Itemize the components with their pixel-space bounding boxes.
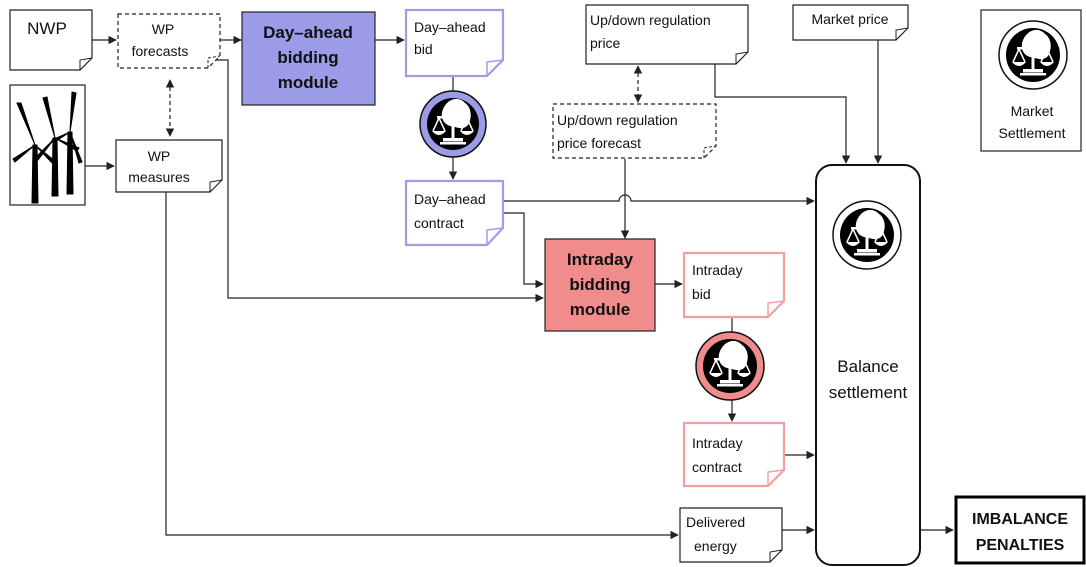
intraday-bidding-module: Intraday bidding module (544, 238, 656, 332)
nwp-label: NWP (27, 19, 67, 38)
balance-settlement-label-2: settlement (829, 383, 908, 402)
dayahead-bid-label-2: bid (414, 41, 433, 57)
balance-settlement-label-1: Balance (837, 357, 898, 376)
dayahead-module-label-2: bidding (277, 48, 338, 67)
wp-forecasts-label-2: forecasts (132, 43, 189, 59)
wp-measures-label-2: measures (128, 169, 189, 185)
balance-settlement-box: Balance settlement (815, 164, 921, 566)
market-settlement-legend: Market Settlement (980, 9, 1082, 152)
wp-measures-label-1: WP (148, 148, 171, 164)
market-price-label: Market price (811, 11, 888, 27)
updown-forecast-label-1: Up/down regulation (557, 112, 678, 128)
delivered-energy-label-2: energy (694, 538, 737, 554)
market-settlement-label-2: Settlement (999, 125, 1066, 141)
intraday-contract-label-2: contract (692, 459, 742, 475)
intraday-scales-icon (695, 331, 765, 401)
nwp-box: NWP (9, 9, 93, 71)
dayahead-bidding-module: Day–ahead bidding module (241, 11, 376, 106)
imbalance-penalties-label-2: PENALTIES (976, 537, 1065, 554)
intraday-module-label-1: Intraday (567, 250, 634, 269)
dayahead-module-label-1: Day–ahead (263, 23, 353, 42)
delivered-energy-label-1: Delivered (686, 514, 745, 530)
dayahead-bid-label-1: Day–ahead (414, 19, 486, 35)
intraday-bid-label-2: bid (692, 286, 711, 302)
intraday-bid-label-1: Intraday (692, 262, 743, 278)
delivered-energy-doc: Delivered energy (679, 507, 783, 563)
intraday-contract-doc: Intraday contract (682, 421, 786, 488)
market-price-doc: Market price (792, 4, 909, 41)
updown-forecast-label-2: price forecast (557, 135, 641, 151)
dayahead-contract-label-1: Day–ahead (414, 191, 486, 207)
updown-price-doc: Up/down regulation price (585, 4, 749, 65)
wind-turbine-icon (9, 84, 86, 206)
intraday-bid-doc: Intraday bid (682, 251, 786, 319)
intraday-module-label-2: bidding (569, 275, 630, 294)
intraday-module-label-3: module (570, 300, 630, 319)
dayahead-bid-doc: Day–ahead bid (404, 8, 505, 78)
dayahead-contract-doc: Day–ahead contract (404, 179, 505, 247)
market-settlement-label-1: Market (1011, 103, 1054, 119)
wp-measures-box: WP measures (115, 139, 223, 193)
balance-settlement-scales-icon (832, 200, 902, 270)
market-settlement-scales-icon (998, 20, 1068, 90)
intraday-contract-label-1: Intraday (692, 435, 743, 451)
imbalance-penalties-label-1: IMBALANCE (972, 511, 1068, 528)
updown-price-label-2: price (590, 35, 621, 51)
dayahead-module-label-3: module (278, 73, 338, 92)
wp-forecasts-box: WP forecasts (117, 13, 221, 69)
updown-price-forecast-doc: Up/down regulation price forecast (552, 103, 717, 159)
imbalance-penalties-box: IMBALANCE PENALTIES (954, 495, 1086, 565)
dayahead-contract-label-2: contract (414, 215, 464, 231)
wp-forecasts-label-1: WP (152, 21, 175, 37)
updown-price-label-1: Up/down regulation (590, 12, 711, 28)
connectors (85, 35, 954, 540)
dayahead-scales-icon (419, 90, 487, 158)
